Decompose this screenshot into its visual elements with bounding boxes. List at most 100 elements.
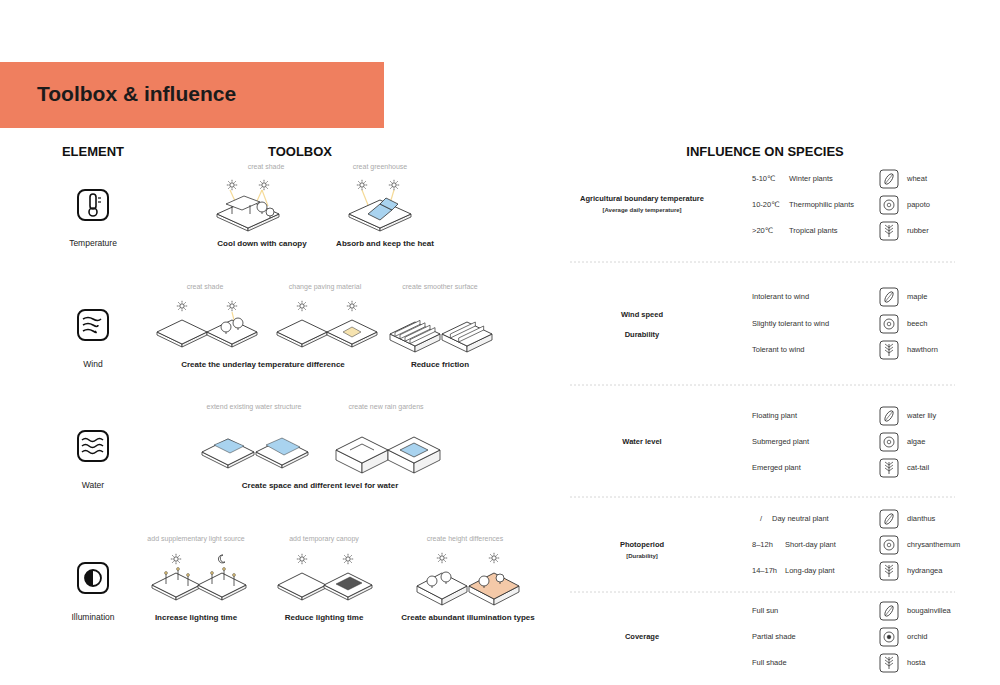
factor-note: [Durability] xyxy=(626,553,658,560)
tool-caption: Create the underlay temperature differen… xyxy=(181,360,345,369)
species-text: 5-10℃ xyxy=(752,175,775,184)
column-header: TOOLBOX xyxy=(268,145,332,160)
stem-leaf xyxy=(889,468,893,471)
species-icon xyxy=(880,654,898,672)
detail-line xyxy=(98,197,101,198)
element-name: Temperature xyxy=(69,239,117,249)
stem-leaf xyxy=(889,228,893,231)
stem-leaf xyxy=(889,465,893,468)
tree-crown xyxy=(266,208,274,216)
tile-top xyxy=(469,573,519,599)
species-text: Full sun xyxy=(752,607,778,616)
leaf-vein xyxy=(885,292,893,302)
species-text: Intolerant to wind xyxy=(752,293,809,302)
species-text: orchid xyxy=(907,633,927,642)
element-name: Wind xyxy=(83,360,102,370)
species-text: Partial shade xyxy=(752,633,796,642)
species-icon xyxy=(880,536,898,554)
stem-leaf xyxy=(889,225,893,228)
leaf-glyph xyxy=(883,512,894,525)
species-icon xyxy=(880,459,898,477)
species-text: Submerged plant xyxy=(752,438,809,447)
stem-leaf xyxy=(885,231,889,234)
sun-symbol xyxy=(297,554,307,564)
tree-crown xyxy=(479,576,489,586)
tool-note: add supplementary light source xyxy=(147,535,244,543)
factor-name: Wind speed xyxy=(621,311,663,320)
stem-leaf xyxy=(885,660,889,663)
sun-symbol xyxy=(347,301,357,311)
leaf-glyph xyxy=(883,290,894,303)
water-symbol xyxy=(82,445,103,448)
tool-caption: Create space and different level for wat… xyxy=(242,481,399,490)
tool-note: create smoother surface xyxy=(402,283,477,291)
factor-name: Agricultural boundary temperature xyxy=(580,195,704,204)
column-header: ELEMENT xyxy=(62,145,124,160)
factor-name: Photoperiod xyxy=(620,541,664,550)
light-pole xyxy=(178,570,179,580)
tile-top xyxy=(278,573,326,597)
element-name: Water xyxy=(82,481,104,491)
tile-top xyxy=(256,439,308,465)
temporary-canopy xyxy=(336,577,362,590)
rain-garden-pool xyxy=(400,443,428,457)
detail-line xyxy=(362,444,374,450)
leaf-vein xyxy=(885,411,893,421)
stem-leaf xyxy=(885,465,889,468)
flower-glyph xyxy=(884,200,894,210)
stem-leaf xyxy=(889,344,893,347)
row-separator xyxy=(570,385,955,386)
factor-note: [Average daily temperature] xyxy=(602,207,681,214)
element-icon xyxy=(78,563,108,593)
element-icon xyxy=(78,310,108,340)
page-title: Toolbox & influence xyxy=(37,82,236,106)
tool-note: change paving material xyxy=(289,283,361,291)
sun-symbol xyxy=(389,180,399,190)
species-text: Slightly tolerant to wind xyxy=(752,320,829,329)
flower-glyph xyxy=(884,437,894,447)
wind-symbol xyxy=(83,318,101,321)
light-pole xyxy=(166,574,167,584)
species-text: Tolerant to wind xyxy=(752,346,805,355)
detail-line xyxy=(232,206,233,214)
leaf-vein xyxy=(885,514,893,524)
thermometer-symbol xyxy=(90,194,96,209)
sun-symbol xyxy=(227,301,237,311)
flower-glyph xyxy=(884,632,894,642)
tile-top xyxy=(388,437,440,463)
tree-crown xyxy=(427,576,437,586)
species-icon xyxy=(880,510,898,528)
species-text: Winter plants xyxy=(789,175,833,184)
sun-symbol xyxy=(437,553,447,563)
tool-note: create new rain gardens xyxy=(348,403,423,411)
species-text: Thermophilic plants xyxy=(789,201,854,210)
tile-top xyxy=(157,320,207,344)
factor-name: Water level xyxy=(622,438,661,447)
tool-caption: Reduce friction xyxy=(411,360,469,369)
surface-ridge xyxy=(459,326,484,342)
species-icon xyxy=(880,433,898,451)
paving-patch xyxy=(343,327,361,337)
stem-leaf xyxy=(889,347,893,350)
stem-leaf xyxy=(889,565,893,568)
flower-centre xyxy=(887,203,891,207)
tool-note: extend existing water structure xyxy=(207,403,302,411)
element-name: Illumination xyxy=(72,613,115,623)
species-text: algae xyxy=(907,438,925,447)
canopy-plate xyxy=(226,196,260,210)
species-icon xyxy=(880,628,898,646)
leaf-glyph xyxy=(883,604,894,617)
tree-crown xyxy=(233,318,243,328)
tool-note: create height differences xyxy=(427,535,504,543)
species-text: 8–12h xyxy=(752,541,773,550)
species-icon xyxy=(880,170,898,188)
sun-symbol xyxy=(357,180,367,190)
species-text: Full shade xyxy=(752,659,787,668)
species-text: water lily xyxy=(907,412,936,421)
tool-caption: Cool down with canopy xyxy=(217,239,306,248)
row-separator xyxy=(570,262,955,263)
species-text: 14–17h xyxy=(752,567,777,576)
wind-symbol xyxy=(83,324,98,327)
tile-top xyxy=(198,573,246,597)
